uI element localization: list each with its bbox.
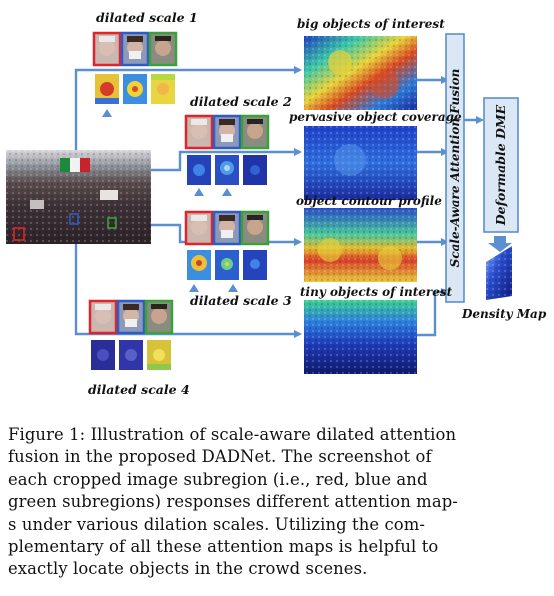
label-contour-profile: object contour profile xyxy=(296,194,442,208)
caption-line: s under various dilation scales. Utilizi… xyxy=(8,514,426,534)
marker-triangle xyxy=(222,188,232,196)
caption-line: plementary of all these attention maps i… xyxy=(8,537,439,557)
faces-scale-2 xyxy=(184,114,270,150)
faces-scale-4 xyxy=(88,299,174,335)
label-tiny-objects: tiny objects of interest xyxy=(300,285,453,299)
label-dilated-scale-3: dilated scale 3 xyxy=(190,293,292,308)
crowd-image xyxy=(6,150,151,244)
green-subregion-box xyxy=(107,217,117,229)
attention-maps-scale-2 xyxy=(187,155,267,185)
marker-triangle xyxy=(228,284,238,292)
density-map-image xyxy=(486,246,512,300)
caption-line: fusion in the proposed DADNet. The scree… xyxy=(8,447,432,467)
connector-lines xyxy=(74,66,484,338)
fusion-block xyxy=(445,33,465,303)
marker-triangle xyxy=(189,284,199,292)
label-dilated-scale-4: dilated scale 4 xyxy=(88,382,190,397)
dme-label: Deformable DME xyxy=(493,104,508,226)
heatmap-big-objects xyxy=(304,36,417,110)
label-pervasive-coverage: pervasive object coverage xyxy=(289,110,462,124)
faces-scale-1 xyxy=(92,31,178,67)
blue-subregion-box xyxy=(69,213,79,225)
heatmap-contour-profile xyxy=(304,208,417,282)
down-arrow xyxy=(488,236,512,252)
attention-maps-scale-3 xyxy=(187,250,267,280)
caption-line: exactly locate objects in the crowd scen… xyxy=(8,559,368,579)
label-density-map: Density Map xyxy=(461,307,547,321)
marker-triangle xyxy=(194,188,204,196)
fusion-input-arrowheads xyxy=(441,76,449,296)
attention-maps-scale-1 xyxy=(95,74,175,104)
dme-block xyxy=(483,97,519,233)
label-big-objects: big objects of interest xyxy=(297,17,445,31)
label-dilated-scale-2: dilated scale 2 xyxy=(190,94,292,109)
attention-maps-scale-4 xyxy=(91,340,171,370)
figure-diagram: Scale-Aware Attention Fusion Deformable … xyxy=(6,10,547,397)
figure-caption: Figure 1: Illustration of scale-aware di… xyxy=(8,424,548,581)
red-subregion-box xyxy=(13,227,25,241)
fusion-label: Scale-Aware Attention Fusion xyxy=(448,69,462,268)
caption-line: each cropped image subregion (i.e., red,… xyxy=(8,469,428,489)
caption-line: green subregions) responses different at… xyxy=(8,492,458,512)
heatmap-tiny-objects xyxy=(304,300,417,374)
caption-line: Figure 1: Illustration of scale-aware di… xyxy=(8,425,457,444)
heatmap-pervasive-coverage xyxy=(304,126,417,200)
label-dilated-scale-1: dilated scale 1 xyxy=(96,10,198,25)
marker-triangle xyxy=(102,109,112,117)
faces-scale-3 xyxy=(184,210,270,246)
